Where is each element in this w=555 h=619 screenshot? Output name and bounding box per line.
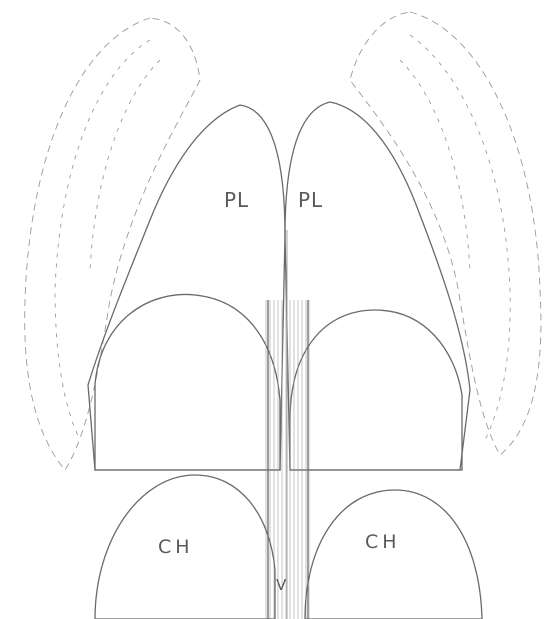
central-gap xyxy=(300,150,345,320)
label-ch-right: CH xyxy=(365,531,401,553)
label-pl-left: PL xyxy=(224,188,249,212)
left-pl-lobe xyxy=(88,105,285,470)
right-ch-circle xyxy=(305,490,482,619)
left-dome xyxy=(95,294,280,470)
left-outer-lobe xyxy=(25,18,200,470)
right-outer-lobe xyxy=(350,12,541,455)
label-pl-right: PL xyxy=(298,188,323,212)
right-dome xyxy=(290,310,462,470)
label-v: V xyxy=(276,576,287,594)
label-ch-left: CH xyxy=(158,536,194,558)
